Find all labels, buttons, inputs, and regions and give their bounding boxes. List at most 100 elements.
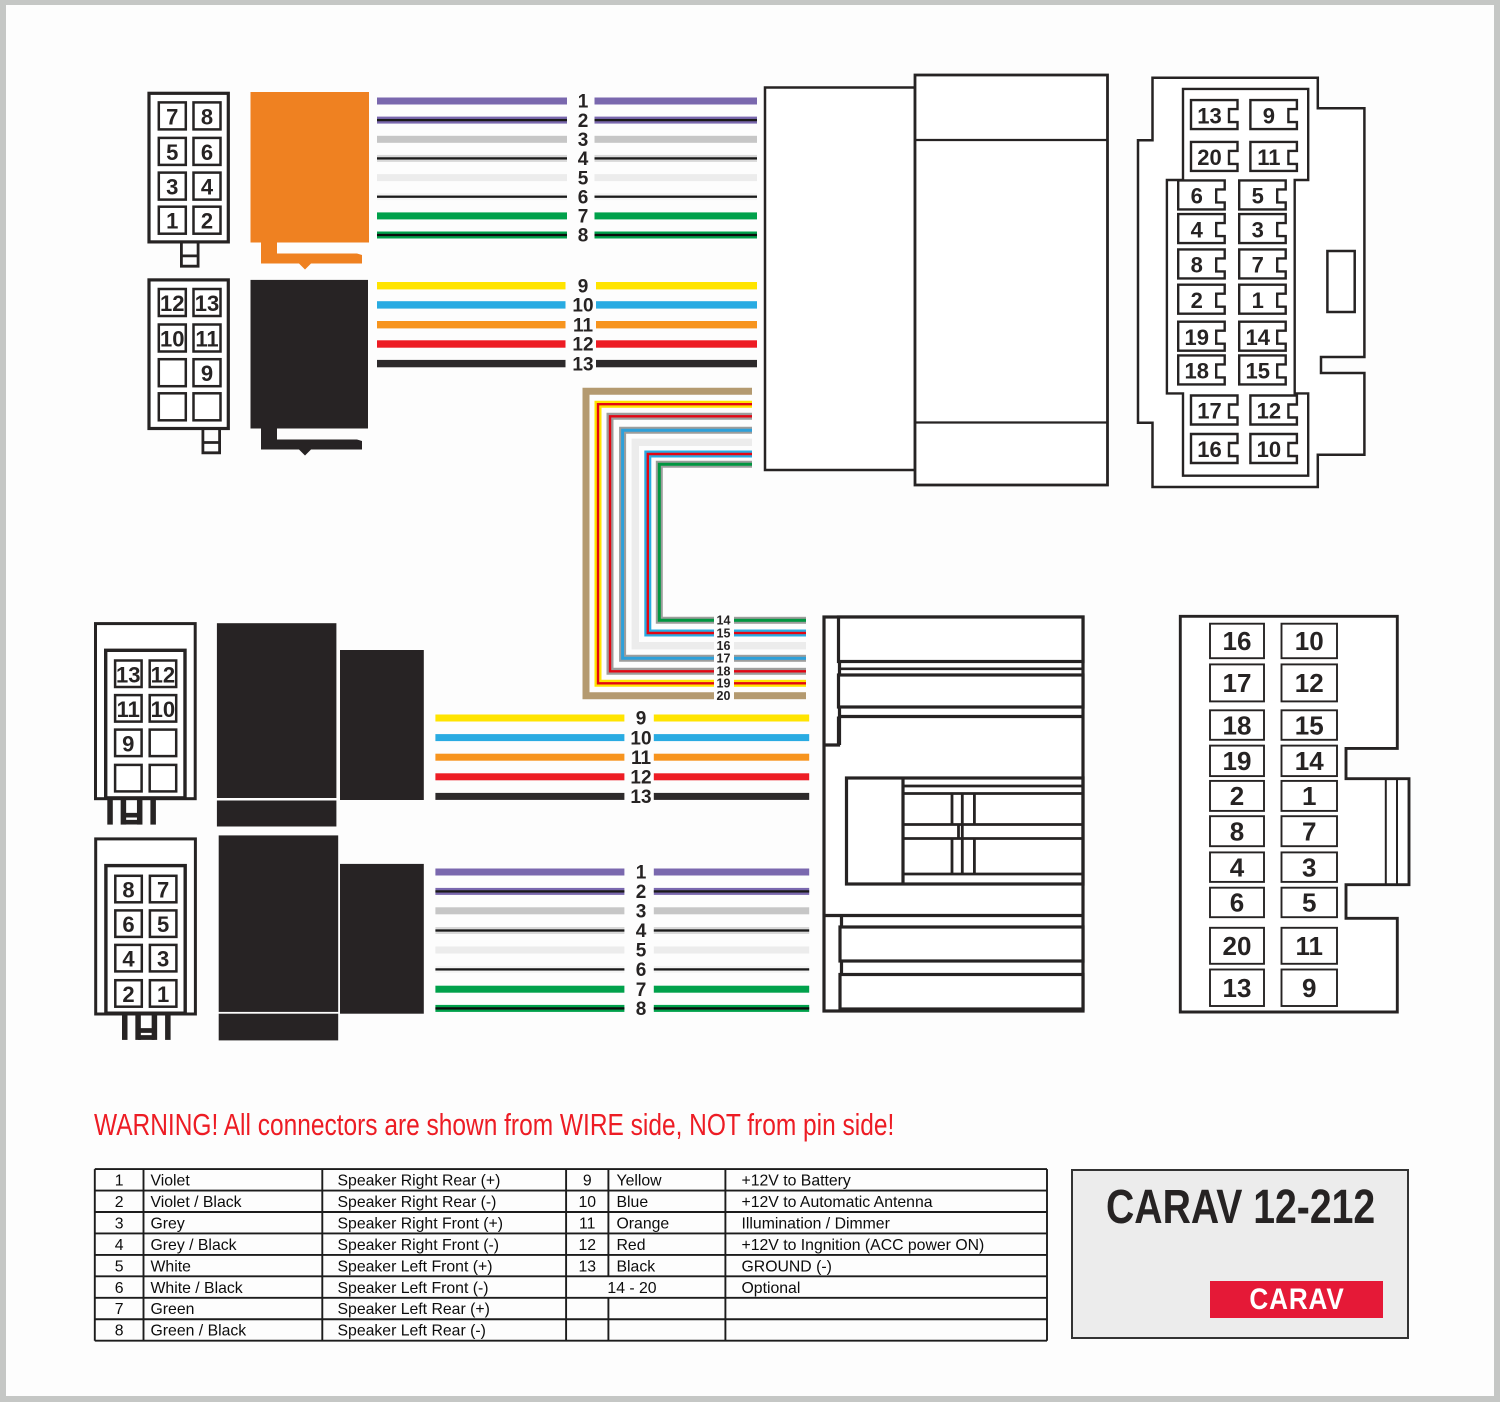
svg-text:17: 17 — [717, 652, 731, 666]
svg-text:13: 13 — [630, 787, 651, 808]
svg-text:6: 6 — [636, 960, 647, 981]
svg-text:19: 19 — [1184, 325, 1208, 350]
svg-text:5: 5 — [1302, 888, 1316, 918]
svg-text:Speaker Right Front (+): Speaker Right Front (+) — [338, 1215, 504, 1232]
svg-text:1: 1 — [115, 1173, 124, 1190]
svg-text:Speaker Left Front (+): Speaker Left Front (+) — [338, 1258, 493, 1275]
svg-text:2: 2 — [115, 1194, 124, 1211]
svg-text:14 - 20: 14 - 20 — [607, 1280, 656, 1297]
svg-text:1: 1 — [578, 92, 589, 113]
svg-text:7: 7 — [115, 1301, 124, 1318]
svg-text:4: 4 — [115, 1237, 124, 1254]
svg-text:Speaker Left Rear (+): Speaker Left Rear (+) — [338, 1301, 490, 1318]
svg-text:Grey / Black: Grey / Black — [151, 1237, 237, 1254]
svg-text:9: 9 — [122, 731, 134, 756]
svg-text:12: 12 — [1257, 399, 1281, 424]
svg-text:+12V to Automatic Antenna: +12V to Automatic Antenna — [742, 1194, 933, 1211]
svg-text:10: 10 — [1295, 626, 1324, 656]
svg-text:7: 7 — [166, 104, 178, 129]
svg-text:6: 6 — [578, 187, 589, 208]
svg-text:9: 9 — [201, 361, 213, 386]
svg-text:2: 2 — [122, 982, 134, 1007]
svg-text:7: 7 — [1252, 253, 1264, 278]
svg-text:5: 5 — [578, 168, 589, 189]
svg-text:2: 2 — [201, 209, 213, 234]
svg-text:3: 3 — [1302, 852, 1316, 882]
svg-text:19: 19 — [717, 677, 731, 691]
svg-text:Speaker Right Front (-): Speaker Right Front (-) — [338, 1237, 500, 1254]
svg-text:7: 7 — [636, 980, 647, 1001]
svg-text:13: 13 — [572, 354, 593, 375]
svg-text:Speaker Right Rear (-): Speaker Right Rear (-) — [338, 1194, 497, 1211]
svg-text:GROUND (-): GROUND (-) — [742, 1258, 832, 1275]
svg-text:Optional: Optional — [742, 1280, 801, 1297]
svg-text:8: 8 — [636, 999, 647, 1020]
svg-text:19: 19 — [1223, 746, 1252, 776]
svg-text:2: 2 — [1191, 288, 1203, 313]
svg-text:3: 3 — [157, 947, 169, 972]
svg-text:1: 1 — [166, 209, 178, 234]
svg-text:8: 8 — [115, 1323, 124, 1340]
svg-text:6: 6 — [1191, 184, 1203, 209]
svg-text:12: 12 — [151, 662, 175, 687]
svg-text:20: 20 — [1223, 931, 1252, 961]
svg-text:11: 11 — [1257, 145, 1280, 170]
svg-text:14: 14 — [1295, 746, 1324, 776]
svg-text:10: 10 — [1257, 437, 1281, 462]
svg-text:3: 3 — [115, 1215, 124, 1232]
svg-text:11: 11 — [117, 697, 140, 722]
svg-text:9: 9 — [578, 276, 589, 297]
svg-text:3: 3 — [636, 902, 647, 923]
svg-text:4: 4 — [636, 921, 647, 942]
svg-text:12: 12 — [630, 768, 651, 789]
svg-text:6: 6 — [201, 140, 213, 165]
svg-text:Orange: Orange — [617, 1215, 670, 1232]
svg-text:Red: Red — [617, 1237, 646, 1254]
svg-text:9: 9 — [636, 709, 647, 730]
svg-text:17: 17 — [1197, 399, 1221, 424]
svg-text:18: 18 — [1223, 710, 1252, 740]
svg-text:7: 7 — [1302, 816, 1316, 846]
svg-text:4: 4 — [1230, 852, 1245, 882]
svg-text:18: 18 — [717, 665, 731, 679]
svg-text:1: 1 — [157, 982, 169, 1007]
svg-text:10: 10 — [160, 327, 184, 352]
svg-text:15: 15 — [1245, 359, 1269, 384]
svg-text:5: 5 — [157, 912, 169, 937]
svg-text:15: 15 — [717, 626, 731, 640]
svg-text:14: 14 — [717, 614, 731, 628]
svg-text:13: 13 — [1223, 973, 1252, 1003]
svg-text:8: 8 — [122, 878, 134, 903]
svg-text:9: 9 — [1263, 103, 1275, 128]
svg-text:10: 10 — [578, 1194, 596, 1211]
svg-text:12: 12 — [1295, 668, 1324, 698]
svg-text:7: 7 — [578, 207, 589, 228]
svg-text:14: 14 — [1245, 325, 1270, 350]
svg-text:Green: Green — [151, 1301, 195, 1318]
svg-text:Blue: Blue — [617, 1194, 649, 1211]
svg-text:9: 9 — [583, 1173, 592, 1190]
svg-text:1: 1 — [1252, 288, 1264, 313]
svg-text:12: 12 — [160, 291, 184, 316]
svg-text:10: 10 — [151, 697, 175, 722]
svg-text:5: 5 — [115, 1258, 124, 1275]
svg-text:1: 1 — [636, 863, 647, 884]
svg-text:Violet / Black: Violet / Black — [151, 1194, 242, 1211]
svg-text:Speaker Right Rear (+): Speaker Right Rear (+) — [338, 1173, 501, 1190]
svg-text:4: 4 — [122, 947, 135, 972]
svg-text:15: 15 — [1295, 710, 1324, 740]
svg-text:13: 13 — [1197, 103, 1221, 128]
svg-text:16: 16 — [717, 639, 731, 653]
svg-text:12: 12 — [572, 335, 593, 356]
svg-text:6: 6 — [1230, 888, 1244, 918]
svg-text:7: 7 — [157, 878, 169, 903]
svg-text:Illumination / Dimmer: Illumination / Dimmer — [742, 1215, 890, 1232]
svg-text:Green / Black: Green / Black — [151, 1323, 247, 1340]
svg-text:8: 8 — [1191, 253, 1203, 278]
svg-text:1: 1 — [1302, 781, 1316, 811]
svg-text:20: 20 — [1197, 145, 1221, 170]
svg-text:4: 4 — [201, 175, 214, 200]
svg-text:13: 13 — [195, 291, 219, 316]
svg-text:2: 2 — [1230, 781, 1244, 811]
svg-text:Speaker Left Rear (-): Speaker Left Rear (-) — [338, 1323, 486, 1340]
